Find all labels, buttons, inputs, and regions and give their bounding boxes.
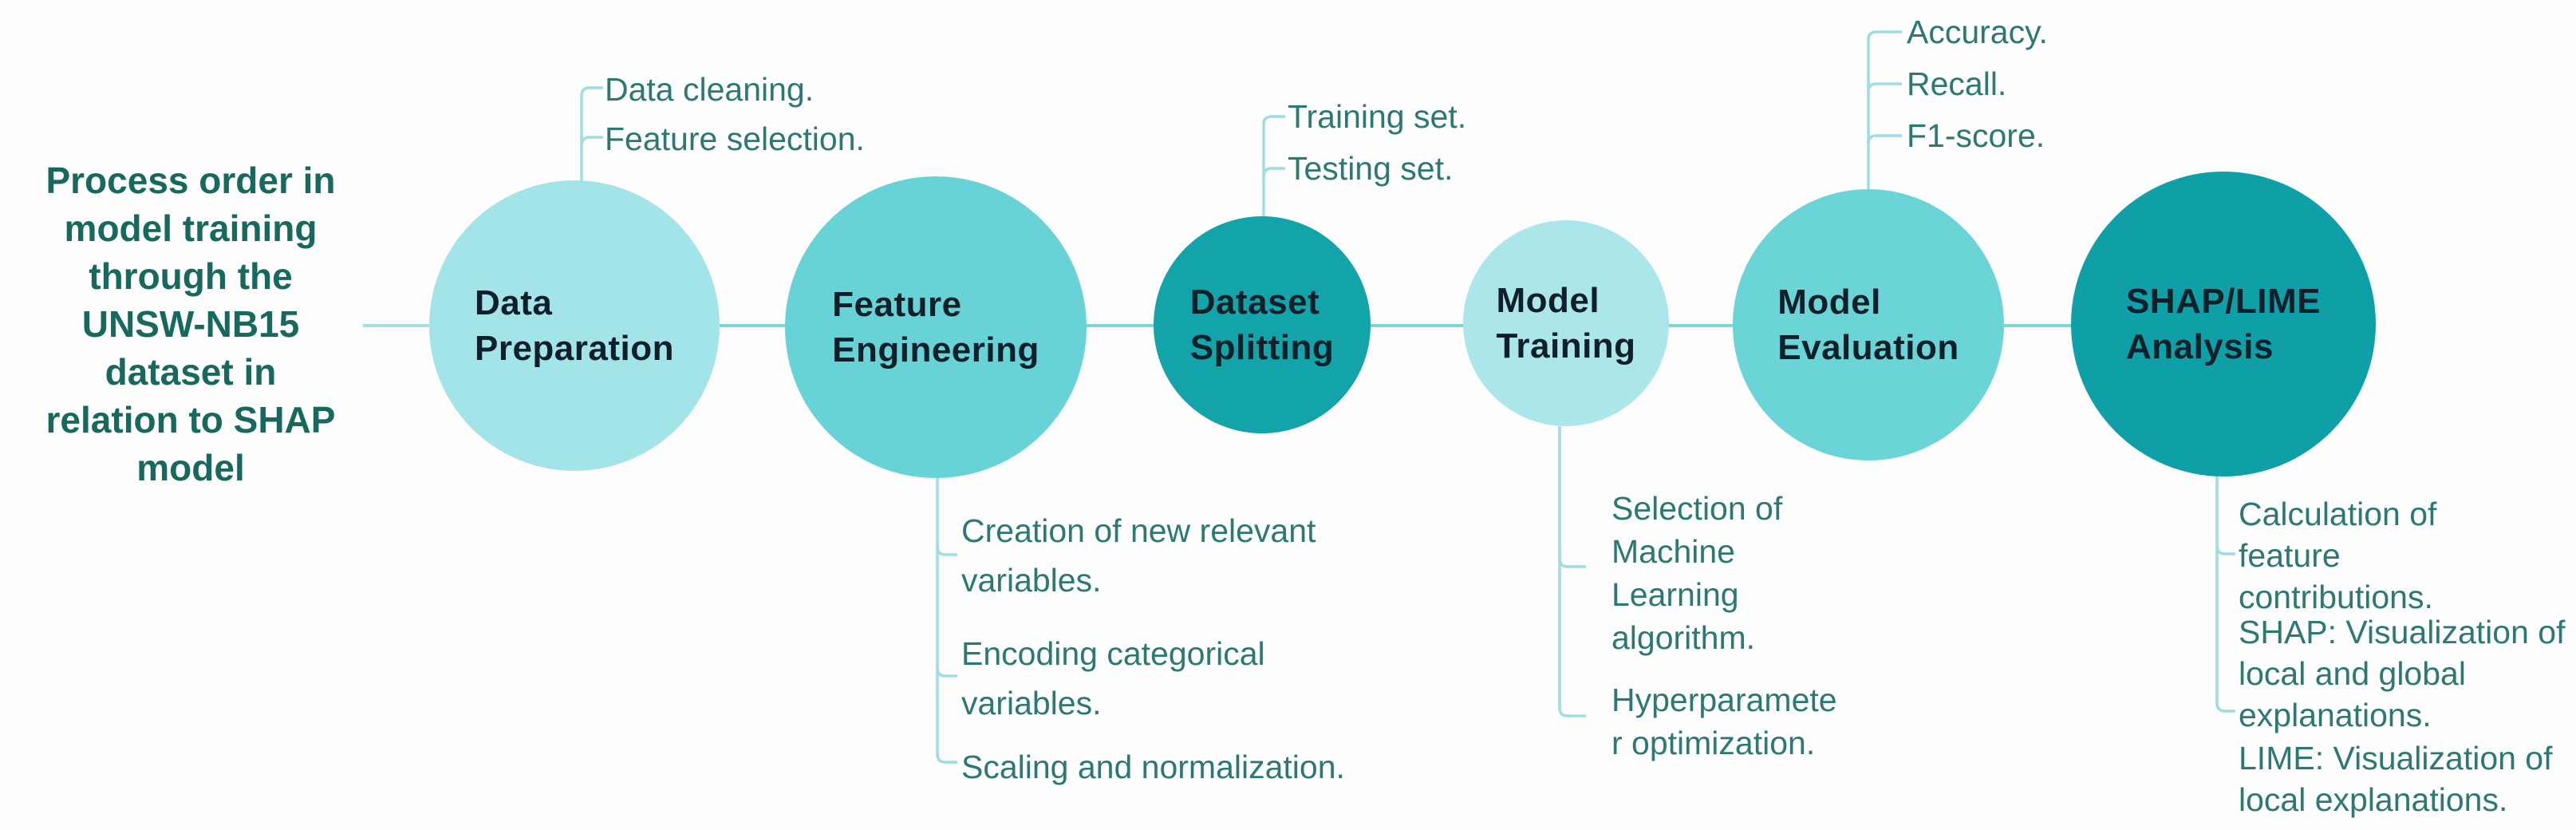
step-circle-dataset-splitting: Dataset Splitting <box>1154 216 1371 433</box>
annotation-testing-set: Testing set. <box>1288 150 1454 187</box>
annotation-shap-visualization: SHAP: Visualization of local and global … <box>2239 614 2566 733</box>
step-circle-shap-lime-analysis: SHAP/LIME Analysis <box>2071 172 2376 476</box>
annotation-feature-contributions: Calculation of feature contributions. <box>2239 496 2437 615</box>
annotation-hyperparameter-optimization: Hyperparamete r optimization. <box>1611 682 1837 761</box>
step-label-data-preparation: Data Preparation <box>474 283 674 368</box>
step-circle-model-evaluation: Model Evaluation <box>1733 189 2004 460</box>
step-label-model-evaluation: Model Evaluation <box>1777 283 1959 367</box>
branch-line-feature-engineering-1 <box>936 546 957 556</box>
branch-line-model-evaluation-3 <box>1867 134 1902 144</box>
step-circle-model-training: Model Training <box>1463 220 1669 426</box>
branch-line-model-training-1 <box>1558 558 1586 568</box>
step-label-model-training: Model Training <box>1496 281 1636 366</box>
annotation-scaling-normalization: Scaling and normalization. <box>961 749 1345 785</box>
step-label-feature-engineering: Feature Engineering <box>832 285 1039 370</box>
branch-line-shap-lime-1 <box>2215 545 2235 555</box>
branch-line-model-training-spine <box>1558 426 1586 717</box>
branch-line-dataset-splitting-1 <box>1262 115 1285 217</box>
branch-line-shap-lime-spine <box>2215 476 2235 713</box>
step-circle-feature-engineering: Feature Engineering <box>785 176 1087 478</box>
annotation-accuracy: Accuracy. <box>1907 14 2048 50</box>
branch-line-data-preparation-2 <box>580 136 603 146</box>
annotation-data-cleaning: Data cleaning. <box>605 71 815 108</box>
branch-line-model-evaluation-2 <box>1867 82 1902 93</box>
branch-line-data-preparation-1 <box>580 86 603 185</box>
branch-line-feature-engineering-2 <box>936 667 957 678</box>
page-title: Process order in model training through … <box>45 160 336 488</box>
annotation-f1-score: F1-score. <box>1907 117 2045 154</box>
step-label-dataset-splitting: Dataset Splitting <box>1189 283 1335 367</box>
branch-line-dataset-splitting-2 <box>1262 167 1285 177</box>
step-label-shap-lime-analysis: SHAP/LIME Analysis <box>2125 282 2322 366</box>
branch-line-model-evaluation-1 <box>1867 30 1902 192</box>
annotation-training-set: Training set. <box>1288 98 1467 135</box>
annotation-recall: Recall. <box>1907 65 2007 102</box>
annotation-ml-algorithm-selection: Selection of Machine Learning algorithm. <box>1611 490 1783 656</box>
annotation-lime-visualization: LIME: Visualization of local explanation… <box>2239 740 2553 818</box>
annotation-encoding-categorical: Encoding categorical variables. <box>961 635 1265 721</box>
annotation-feature-selection: Feature selection. <box>605 121 865 157</box>
step-circle-data-preparation: Data Preparation <box>429 180 720 471</box>
branch-line-feature-engineering-spine <box>936 478 957 764</box>
annotation-creation-new-variables: Creation of new relevant variables. <box>961 512 1316 599</box>
